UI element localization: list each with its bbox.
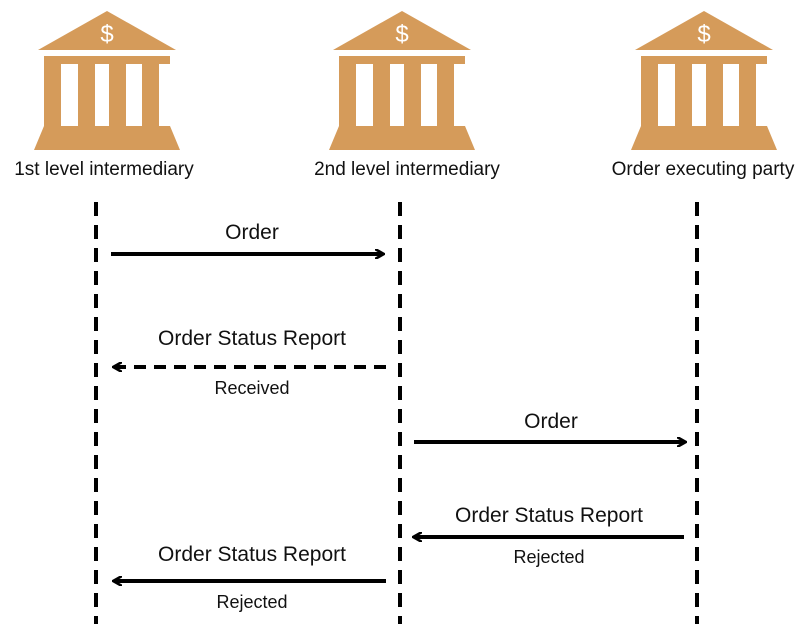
dollar-sign: $ [395, 21, 408, 48]
message-1: Order [111, 221, 383, 254]
status-label: Rejected [513, 547, 584, 567]
bank-icon: $ [34, 11, 180, 150]
message-2: Order Status Report Received [114, 327, 386, 398]
message-label: Order [225, 221, 279, 244]
status-label: Rejected [216, 592, 287, 612]
message-label: Order Status Report [158, 543, 346, 566]
message-label: Order Status Report [158, 327, 346, 350]
party-label-2: 2nd level intermediary [314, 159, 500, 180]
party-2: $ 2nd level intermediary [314, 11, 500, 624]
bank-icon: $ [631, 11, 777, 150]
status-label: Received [214, 378, 289, 398]
party-1: $ 1st level intermediary [14, 11, 194, 624]
dollar-sign: $ [697, 21, 710, 48]
message-label: Order Status Report [455, 504, 643, 527]
message-4: Order Status Report Rejected [414, 504, 684, 567]
dollar-sign: $ [100, 21, 113, 48]
bank-icon: $ [329, 11, 475, 150]
party-label-1: 1st level intermediary [14, 159, 194, 180]
message-5: Order Status Report Rejected [114, 543, 386, 612]
message-label: Order [524, 410, 578, 433]
party-label-3: Order executing party [612, 159, 795, 180]
party-3: $ Order executing party [612, 11, 795, 624]
message-3: Order [414, 410, 685, 442]
